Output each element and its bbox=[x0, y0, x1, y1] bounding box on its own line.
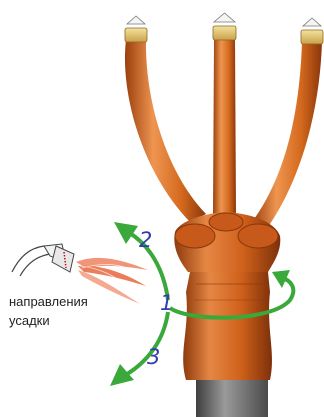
conductor-lug-middle bbox=[213, 26, 236, 40]
torch-nozzle bbox=[52, 246, 74, 272]
torch-handle bbox=[12, 246, 44, 272]
sleeve-right-leg bbox=[252, 18, 323, 230]
sleeve-left-leg bbox=[125, 16, 206, 222]
shrink-direction-caption: направления усадки bbox=[9, 292, 119, 330]
conductor-tip-left bbox=[127, 16, 145, 24]
conductor-lug-left bbox=[125, 28, 147, 42]
conductor-lug-right bbox=[301, 30, 323, 44]
gas-torch bbox=[12, 244, 74, 276]
step-number-1: 1 bbox=[160, 291, 173, 315]
caption-line-1: направления bbox=[9, 292, 119, 311]
breakout-glove bbox=[174, 212, 280, 380]
step-number-2: 2 bbox=[139, 228, 152, 252]
conductor-tip-right bbox=[303, 18, 321, 26]
arrow-down-head bbox=[110, 364, 134, 386]
caption-line-2: усадки bbox=[9, 311, 119, 330]
arrow-up-head bbox=[114, 222, 138, 244]
conductor-tip-middle bbox=[214, 13, 235, 22]
sleeve-middle-leg bbox=[213, 13, 236, 215]
step-number-3: 3 bbox=[147, 345, 160, 369]
arrow-down-line bbox=[124, 312, 168, 376]
